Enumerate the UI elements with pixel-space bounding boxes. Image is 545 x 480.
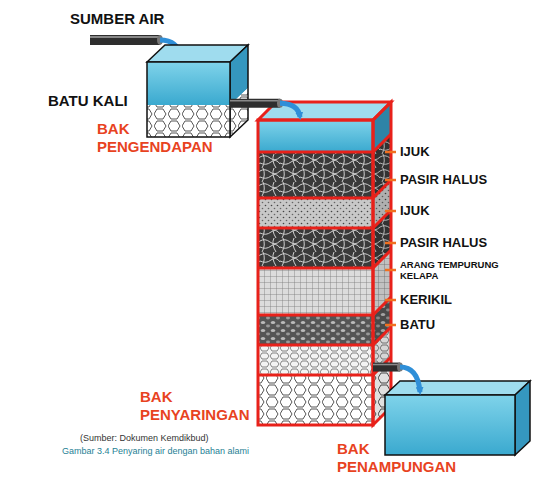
settling-tank bbox=[147, 45, 248, 137]
figure-caption: Gambar 3.4 Penyaring air dengan bahan al… bbox=[62, 446, 249, 456]
layer-label: IJUK bbox=[400, 203, 430, 219]
pipe-connector bbox=[373, 363, 420, 392]
filter-tank bbox=[258, 102, 391, 425]
layer-label: BATU KALI bbox=[48, 92, 128, 110]
layer-label: PASIR HALUS bbox=[400, 235, 487, 251]
tank-heading: BAK PENYARINGAN bbox=[140, 388, 258, 424]
tank-heading: BAK PENGENDAPAN bbox=[97, 120, 222, 156]
layer-label: KERIKIL bbox=[400, 292, 452, 308]
pipe-connector bbox=[230, 99, 300, 117]
layer-label: SUMBER AIR bbox=[70, 10, 164, 28]
tank-node: BAK PENYARINGAN bbox=[258, 120, 373, 425]
layer-label: IJUK bbox=[400, 144, 430, 160]
tank-node: BAK PENGENDAPAN bbox=[147, 62, 230, 137]
source-note: (Sumber: Dokumen Kemdikbud) bbox=[80, 433, 209, 444]
layer-label: PASIR HALUS bbox=[400, 172, 487, 188]
collection-tank bbox=[385, 381, 530, 455]
layer-label: ARANG TEMPURUNG KELAPA bbox=[400, 259, 500, 282]
tank-heading: BAK PENAMPUNGAN bbox=[337, 440, 477, 476]
leader-ticks bbox=[385, 152, 396, 325]
tank-node: BAK PENAMPUNGAN bbox=[385, 395, 515, 455]
layer-label: BATU bbox=[400, 317, 435, 333]
